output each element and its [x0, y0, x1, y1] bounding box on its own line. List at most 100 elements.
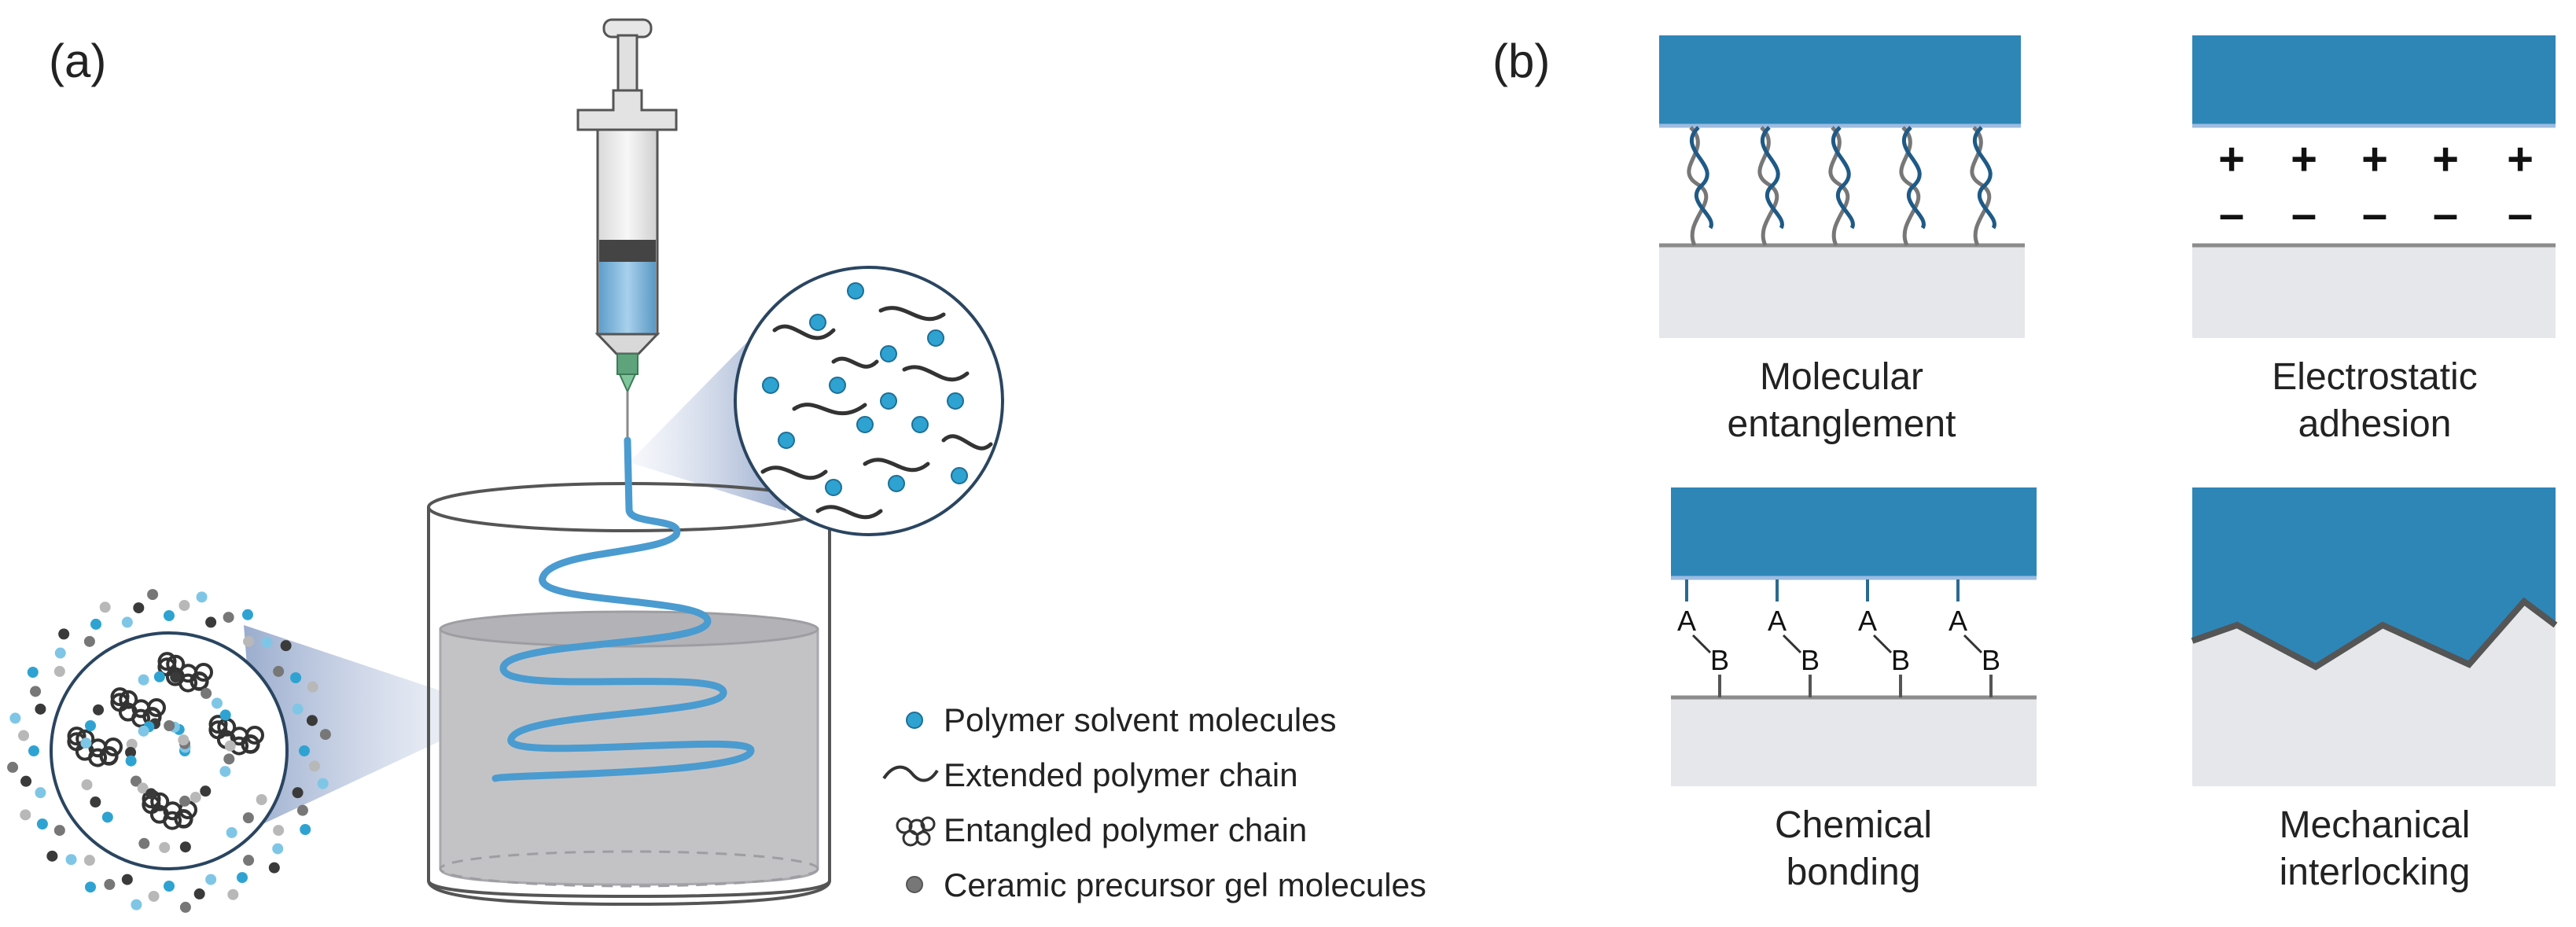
molecule-dot	[178, 600, 190, 612]
extended-chain	[941, 434, 993, 451]
bond-link	[1691, 634, 1712, 654]
molecule-dot	[299, 745, 310, 756]
blue-dot-icon	[906, 712, 923, 729]
molecule-dot	[179, 841, 191, 853]
molecule-dot	[36, 818, 48, 830]
bond-label-a: A	[1949, 605, 1967, 637]
molecule-dot	[290, 672, 302, 683]
molecule-dot	[46, 850, 58, 862]
molecule-dot	[300, 824, 311, 835]
molecule-dot	[242, 609, 253, 620]
molecule-dot	[138, 674, 149, 686]
caption-electrostatic-line1: Electrostatic	[2272, 356, 2477, 398]
molecule-dot	[28, 745, 39, 756]
bond-label-b: B	[1891, 644, 1910, 676]
molecule-dot	[90, 618, 101, 630]
polymer-strand-gray	[1757, 126, 1779, 247]
molecule-dot	[35, 787, 46, 799]
molecule-dot	[20, 775, 32, 787]
molecule-dot	[125, 755, 137, 767]
molecule-dot	[148, 890, 160, 902]
molecule-dot	[9, 712, 21, 724]
molecule-dot	[307, 681, 318, 693]
molecule-dot	[243, 635, 255, 647]
caption-mechanical-line1: Mechanical	[2280, 804, 2471, 846]
legend-item-ceramic: Ceramic precursor gel molecules	[944, 866, 1426, 903]
legend-item-extended: Extended polymer chain	[944, 756, 1298, 793]
molecule-dot	[20, 809, 31, 821]
extended-chain	[878, 306, 946, 322]
gray-dot-icon	[906, 876, 923, 893]
molecule-dot	[243, 855, 255, 866]
molecule-dot	[65, 854, 77, 866]
syringe	[576, 18, 678, 440]
molecule-ring	[7, 589, 331, 913]
molecule-dot	[138, 725, 149, 737]
polymer-strand-gray	[1899, 126, 1921, 247]
molecule-dot	[170, 671, 182, 683]
molecule-dot	[30, 686, 42, 697]
polymer-strand-blue	[1761, 126, 1784, 230]
molecule-dot	[196, 591, 208, 603]
solvent-molecule	[856, 416, 874, 433]
bond-label-b: B	[1710, 644, 1729, 676]
caption-molecular-line2: entanglement	[1728, 403, 1956, 445]
extended-chain	[831, 356, 879, 369]
legend: Polymer solvent molecules Extended polym…	[882, 701, 1426, 903]
molecule-dot	[53, 825, 65, 837]
molecule-dot	[242, 812, 254, 824]
molecule-dot	[121, 874, 133, 885]
plus-charge: +	[2507, 134, 2534, 185]
mechanism-mechanical-interlocking: Mechanical interlocking	[2191, 487, 2558, 893]
solvent-molecule	[951, 467, 968, 484]
extended-chain	[863, 458, 930, 473]
wavy-line-icon	[882, 765, 939, 782]
solvent-molecule	[947, 392, 964, 410]
caption-molecular-line1: Molecular	[1760, 356, 1923, 398]
molecule-dot	[35, 703, 46, 715]
molecule-dot	[272, 843, 284, 855]
minus-charge: –	[2219, 189, 2244, 240]
polymer-strand-gray	[1970, 126, 1992, 247]
molecule-dot	[292, 787, 304, 799]
molecule-dot	[27, 667, 39, 678]
legend-item-entangled: Entangled polymer chain	[944, 811, 1307, 848]
panel-b-label: (b)	[1492, 35, 1550, 87]
molecule-dot	[296, 804, 308, 816]
bond-link	[1782, 634, 1802, 654]
solvent-molecule	[911, 416, 929, 433]
magnified-circle-entangled	[50, 631, 289, 870]
molecule-dot	[227, 888, 239, 900]
molecule-dot	[164, 720, 175, 732]
solvent-molecule	[829, 377, 846, 394]
caption-chemical-line2: bonding	[1787, 852, 1921, 893]
molecule-dot	[133, 602, 145, 614]
solvent-molecule	[778, 432, 795, 449]
caption-mechanical-line2: interlocking	[2280, 852, 2471, 893]
solvent-molecule	[880, 392, 897, 410]
molecule-dot	[80, 738, 92, 749]
plus-charge: +	[2291, 134, 2317, 185]
molecule-dot	[261, 636, 273, 648]
entangled-chain	[157, 652, 213, 693]
extended-chain	[772, 324, 836, 340]
molecule-dot	[179, 795, 191, 807]
solvent-molecule	[880, 345, 897, 362]
coil-icon	[896, 816, 936, 847]
molecule-dot	[147, 589, 159, 601]
polymer-strand-blue	[1690, 126, 1713, 230]
mechanism-electrostatic-adhesion: +–+–+–+–+– Electrostatic adhesion	[2192, 35, 2556, 445]
molecule-dot	[256, 794, 267, 806]
molecule-dot	[219, 709, 231, 721]
molecule-dot	[90, 796, 101, 808]
solvent-molecule	[809, 314, 826, 331]
molecule-dot	[81, 779, 93, 791]
entangled-chain	[67, 727, 123, 767]
minus-charge: –	[2362, 189, 2387, 240]
molecule-dot	[226, 826, 237, 838]
molecule-dot	[7, 761, 19, 773]
bond-label-b: B	[1982, 644, 2000, 676]
bond-label-a: A	[1768, 605, 1787, 637]
molecule-dot	[137, 782, 149, 794]
